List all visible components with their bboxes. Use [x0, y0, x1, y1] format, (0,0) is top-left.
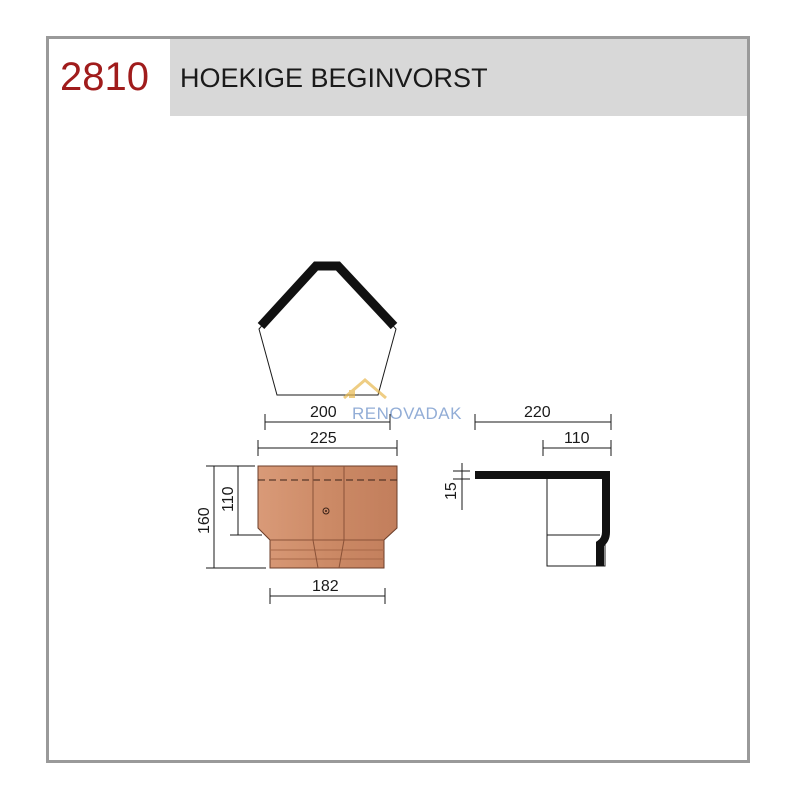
front-dimensions: [206, 414, 398, 604]
side-profile-body: [546, 475, 606, 567]
dim-side-partial: 110: [564, 430, 590, 447]
product-code: 2810: [60, 55, 149, 99]
dim-side-total: 220: [524, 404, 551, 421]
dim-total-height: 160: [196, 507, 213, 534]
tile-nail-hole: [322, 507, 330, 515]
dim-top-inner: 200: [310, 404, 337, 421]
dim-bottom-width: 182: [312, 578, 339, 595]
side-profile: [475, 471, 610, 567]
header-band: [170, 39, 747, 116]
top-view-thick-edge: [257, 261, 398, 330]
dim-thickness: 15: [443, 482, 460, 500]
top-view: [257, 261, 398, 396]
dim-top-outer: 225: [310, 430, 337, 447]
product-title: HOEKIGE BEGINVORST: [180, 63, 488, 93]
dim-body-height: 110: [220, 486, 237, 512]
tile-body: [257, 465, 398, 569]
top-view-outline: [258, 264, 397, 396]
watermark-text: RENOVADAK: [352, 404, 462, 423]
page-frame: [46, 36, 750, 763]
front-view-tile: [257, 465, 398, 569]
watermark-logo: [343, 378, 387, 400]
side-dimensions: [453, 414, 612, 510]
side-profile-thick-edge: [475, 471, 610, 566]
